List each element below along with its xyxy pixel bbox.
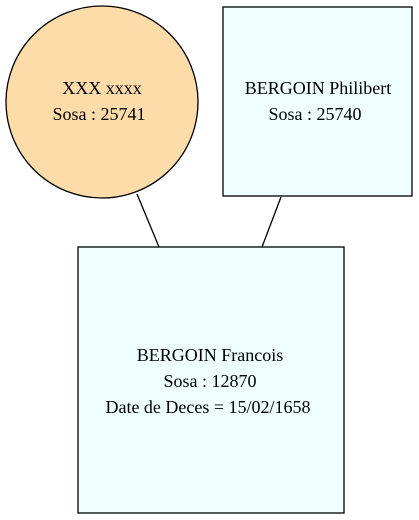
mother-sosa: Sosa : 25741 xyxy=(52,104,145,124)
father-node-shape xyxy=(222,6,413,197)
father-name: BERGOIN Philibert xyxy=(245,78,392,98)
child-death-date: Date de Deces = 15/02/1658 xyxy=(105,397,310,417)
child-node[interactable]: BERGOIN Francois Sosa : 12870 Date de De… xyxy=(77,246,345,514)
child-sosa: Sosa : 12870 xyxy=(163,371,256,391)
child-name: BERGOIN Francois xyxy=(137,345,284,365)
child-node-shape xyxy=(77,246,345,514)
edge-mother-child xyxy=(136,193,160,248)
father-sosa: Sosa : 25740 xyxy=(268,104,361,124)
mother-node[interactable]: XXX xxxx Sosa : 25741 xyxy=(5,5,199,199)
mother-name: XXX xxxx xyxy=(62,78,142,98)
father-node[interactable]: BERGOIN Philibert Sosa : 25740 xyxy=(222,6,413,197)
mother-node-shape xyxy=(5,5,199,199)
edge-father-child xyxy=(261,196,282,248)
